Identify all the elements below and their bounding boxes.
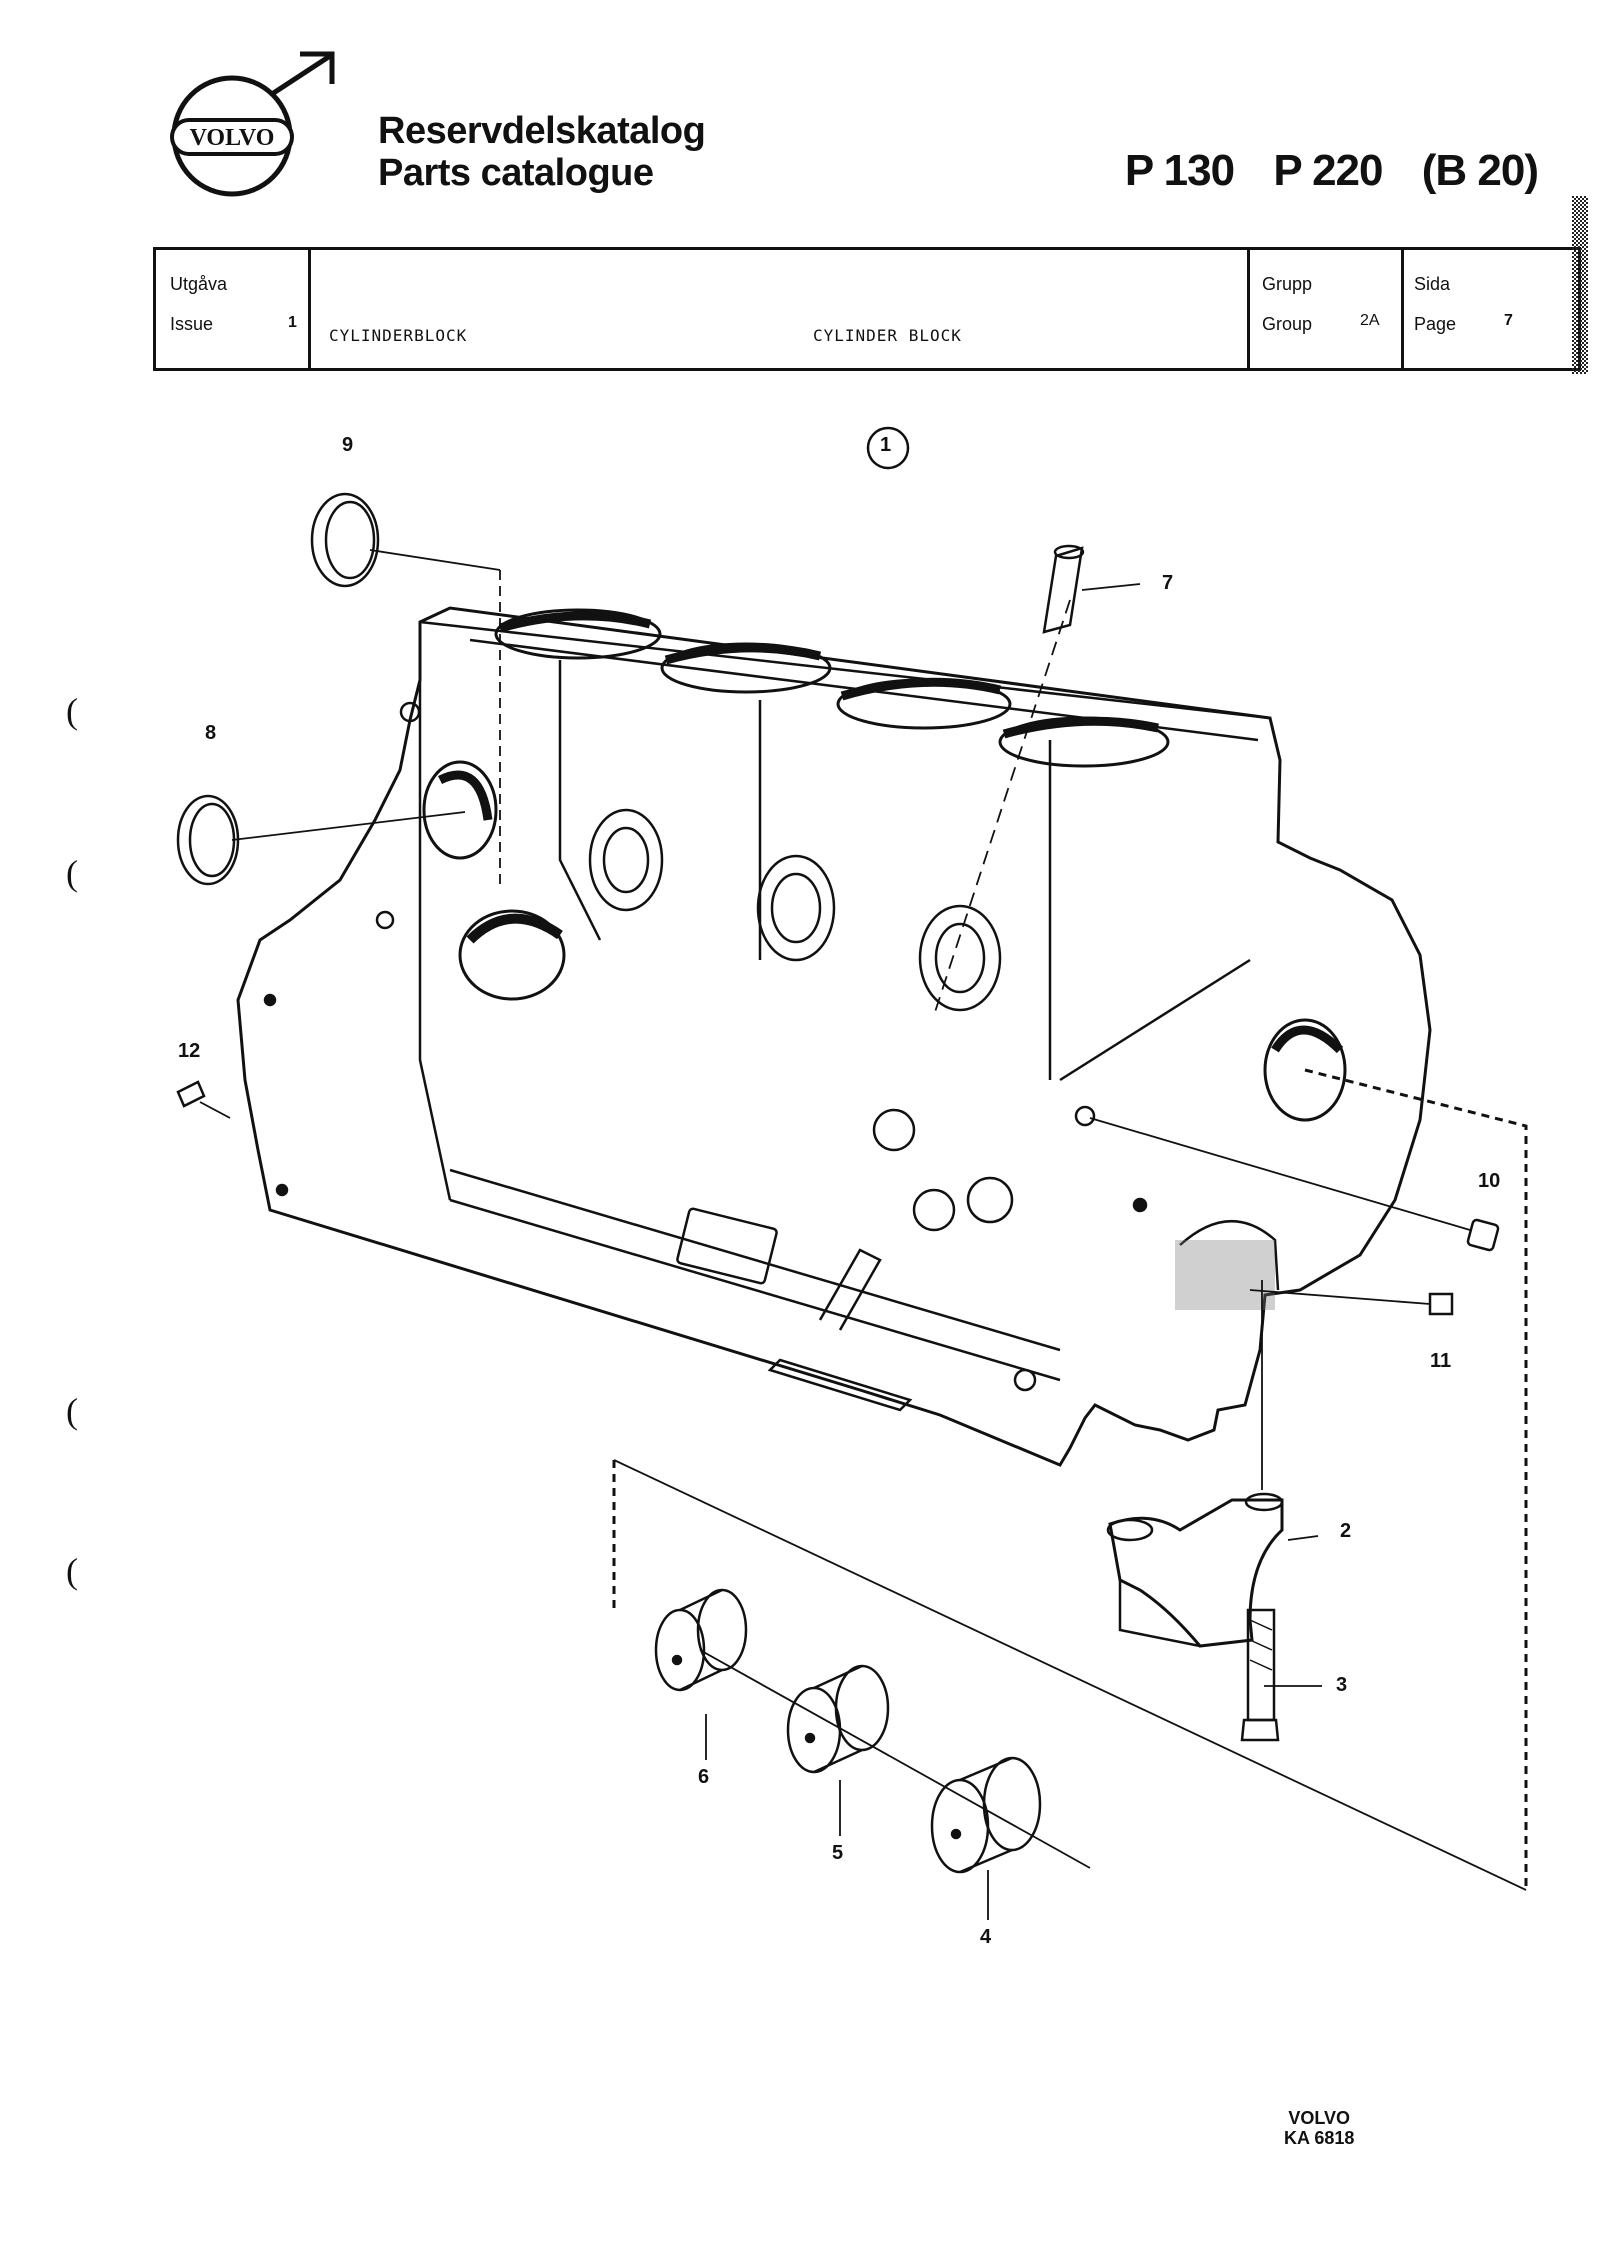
camshaft-bearing-5 (786, 1664, 890, 1774)
description-swedish: CYLINDERBLOCK (329, 326, 468, 345)
issue-cell: Utgåva Issue 1 (156, 250, 311, 368)
binding-mark: ( (66, 1391, 78, 1431)
page-value: 7 (1504, 312, 1513, 329)
callout-12: 12 (178, 1040, 201, 1062)
callout-11: 11 (1430, 1350, 1452, 1372)
footer-catalogue-ref: KA 6818 (1284, 2128, 1355, 2148)
welch-plug-8 (176, 794, 240, 886)
cylinder-block-body (236, 606, 1432, 1467)
issue-label-sv: Utgåva (170, 274, 228, 294)
description-english: CYLINDER BLOCK (813, 326, 962, 345)
group-value: 2A (1360, 312, 1380, 329)
leader-lines (199, 549, 1528, 1920)
header-info-table: Utgåva Issue 1 CYLINDERBLOCK CYLINDER BL… (153, 247, 1581, 371)
main-item-circle (866, 426, 910, 470)
camshaft-bearing-6 (654, 1588, 748, 1692)
dowel-sleeve-7 (1042, 544, 1085, 634)
issue-value: 1 (288, 314, 297, 331)
callout-7: 7 (1162, 572, 1174, 594)
bolt-3 (1240, 1608, 1280, 1742)
callout-4: 4 (980, 1926, 992, 1948)
binding-mark: ( (66, 853, 78, 893)
callout-2: 2 (1340, 1520, 1352, 1542)
callout-10: 10 (1478, 1170, 1501, 1192)
model-p220: P 220 (1273, 146, 1383, 195)
footer-reference: VOLVO KA 6818 (1284, 2108, 1354, 2148)
callout-8: 8 (205, 722, 217, 744)
callout-9: 9 (342, 434, 354, 456)
footer-brand: VOLVO (1288, 2108, 1351, 2128)
logo-wordmark: VOLVO (190, 125, 275, 151)
engine-b20: (B 20) (1421, 146, 1539, 195)
scan-edge-strip (1572, 196, 1588, 374)
model-p130: P 130 (1124, 146, 1235, 195)
pin-12 (176, 1080, 206, 1108)
binding-mark: ( (66, 1551, 78, 1591)
welch-plug-9 (310, 492, 380, 588)
callout-3: 3 (1336, 1674, 1348, 1696)
catalogue-title-swedish: Reservdelskatalog (378, 110, 706, 152)
plug-10 (1466, 1218, 1500, 1252)
page-label-en: Page (1414, 314, 1457, 334)
issue-label-en: Issue (170, 314, 214, 334)
group-cell: Grupp Group 2A (1250, 250, 1404, 368)
page-label-sv: Sida (1414, 274, 1451, 294)
binding-mark: ( (66, 691, 78, 731)
page-cell: Sida Page 7 (1404, 250, 1578, 368)
main-bearing-cap-2 (1106, 1492, 1284, 1648)
group-label-en: Group (1262, 314, 1313, 334)
catalogue-title-english: Parts catalogue (378, 152, 654, 194)
group-label-sv: Grupp (1262, 274, 1313, 294)
model-designations: P 130 P 220 (B 20) (1124, 146, 1539, 196)
callout-main-item: 1 (880, 434, 892, 456)
stud-11 (1428, 1292, 1454, 1316)
description-cell: CYLINDERBLOCK CYLINDER BLOCK (311, 250, 1250, 368)
volvo-logo: VOLVO (170, 51, 335, 197)
camshaft-bearing-4 (930, 1756, 1042, 1874)
callout-6: 6 (698, 1766, 710, 1788)
callout-5: 5 (832, 1842, 844, 1864)
